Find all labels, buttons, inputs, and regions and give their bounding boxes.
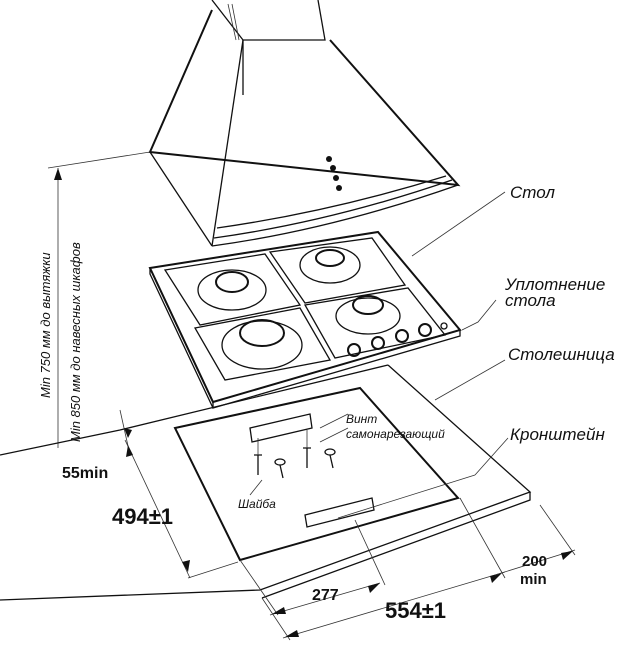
rear-gap-dimension-line2: min [520, 571, 547, 588]
gas-hob [148, 230, 462, 409]
edge-gap-dimension: 55min [62, 465, 108, 482]
washer-label: Шайба [238, 497, 276, 511]
bracket-label: Кронштейн [510, 425, 605, 444]
seal-label-line1: Уплотнение [504, 275, 605, 294]
cutout-width-dimension: 554±1 [385, 598, 446, 623]
countertop-label: Столешница [508, 345, 615, 364]
hood-distance-label: Min 750 мм до вытяжки [38, 252, 53, 398]
screw-label-line1: Винт [346, 412, 377, 426]
cabinet-distance-label: Min 850 мм до навесных шкафов [68, 242, 83, 442]
rear-gap-dimension-line1: 200 [522, 553, 547, 570]
cutout-depth-dimension: 494±1 [112, 504, 173, 529]
dimensions [119, 409, 576, 641]
seal-label-line2: стола [505, 291, 556, 310]
table-label: Стол [510, 183, 555, 202]
cooker-hood [148, 0, 461, 247]
height-dimension: Min 750 мм до вытяжки Min 850 мм до наве… [38, 151, 151, 448]
bracket-offset-dimension: 277 [312, 587, 339, 604]
countertop [0, 364, 532, 601]
screw-label-line2: самонарезающий [346, 427, 445, 441]
